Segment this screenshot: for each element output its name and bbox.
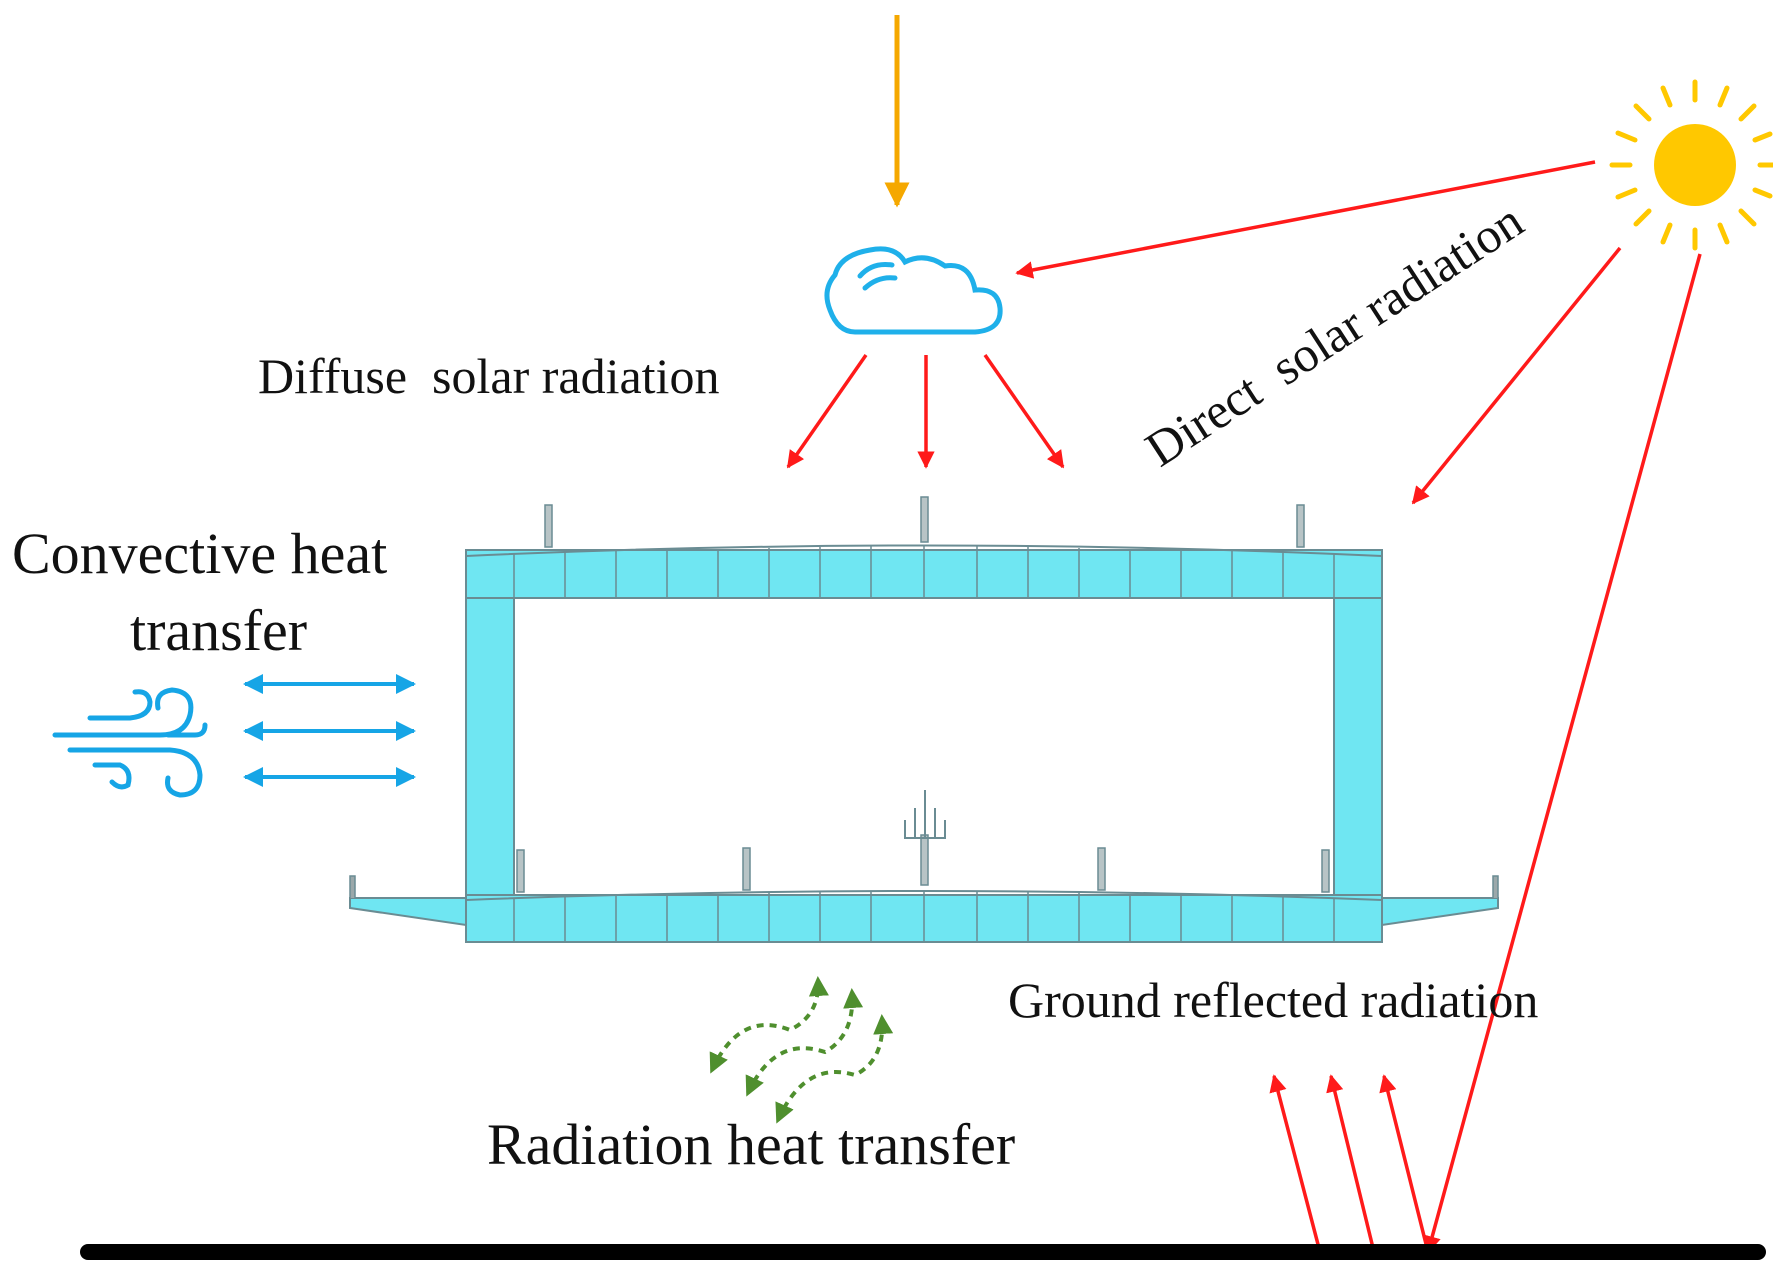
diffuse-ray-left: [786, 353, 868, 469]
solar-rays: [1015, 160, 1702, 1254]
convection-arrows: [243, 674, 416, 787]
left-cantilever: [349, 897, 467, 927]
box-girder-section: [349, 496, 1499, 943]
corner-details: [466, 597, 1382, 896]
wind-icon: [52, 687, 208, 798]
left-web: [465, 597, 515, 896]
radiation-exchange-arrows: [709, 976, 894, 1124]
direct-solar-ray: [1411, 246, 1622, 505]
sun-to-cloud-ray: [1015, 160, 1596, 279]
reflected-ray-1: [1269, 1074, 1322, 1253]
reflected-ray-2: [1326, 1074, 1376, 1253]
diffuse-rays: [786, 353, 1065, 469]
radiation-heat-transfer-label: Radiation heat transfer: [487, 1112, 1015, 1177]
direct-ground-ray: [1423, 253, 1702, 1254]
right-cantilever: [1381, 897, 1499, 927]
cloud-icon: [824, 246, 1003, 335]
diffuse-solar-radiation-label: Diffuse solar radiation: [258, 348, 719, 404]
convective-heat-transfer-label-line1: Convective heat: [12, 521, 387, 586]
right-cantilever-parapet: [1492, 875, 1499, 898]
bottom-slab-segments: [513, 890, 1335, 942]
radiation-exchange-arrow-1: [709, 976, 829, 1074]
diffuse-ray-right: [983, 353, 1065, 469]
top-deck-posts: [544, 496, 1305, 548]
radiation-exchange-arrow-2: [745, 988, 864, 1097]
sun-icon: [1609, 79, 1773, 251]
left-cantilever-parapet: [349, 875, 356, 898]
radiation-exchange-arrow-3: [775, 1014, 894, 1124]
top-slab-segments: [513, 545, 1335, 598]
right-web: [1333, 597, 1383, 896]
ground-reflected-rays: [1269, 1074, 1430, 1253]
reflected-ray-3: [1379, 1074, 1430, 1253]
convective-heat-transfer-label-line2: transfer: [130, 598, 307, 663]
ground-reflected-radiation-label: Ground reflected radiation: [1008, 972, 1538, 1028]
bottom-deck-posts: [516, 790, 1330, 893]
direct-solar-radiation-label: Direct solar radiation: [1135, 192, 1532, 477]
